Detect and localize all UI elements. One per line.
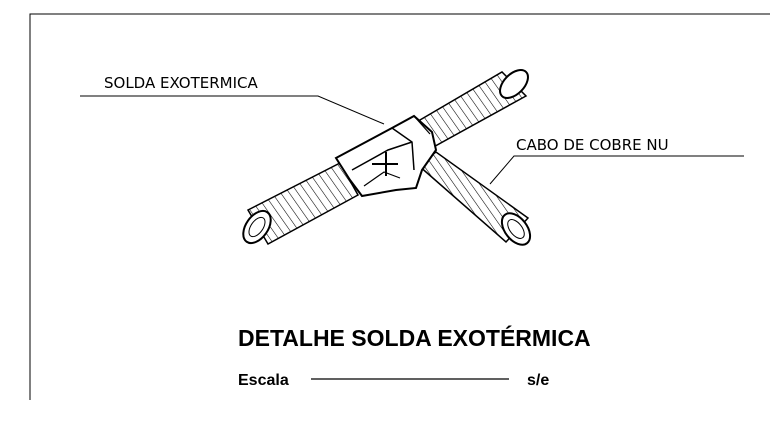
scale-value: s/e bbox=[527, 372, 549, 389]
label-cable: CABO DE COBRE NU bbox=[489, 136, 744, 185]
cable-label-text: CABO DE COBRE NU bbox=[516, 136, 669, 154]
detail-title: DETALHE SOLDA EXOTÉRMICA bbox=[238, 324, 591, 351]
scale-label: Escala bbox=[238, 372, 289, 389]
weld-label-text: SOLDA EXOTERMICA bbox=[104, 74, 259, 92]
cable-left bbox=[242, 162, 360, 246]
weld-body bbox=[334, 114, 438, 198]
cable-branch bbox=[416, 151, 532, 246]
cable-leader bbox=[489, 155, 744, 185]
sheet-border bbox=[29, 13, 770, 400]
weld-leader bbox=[80, 95, 385, 125]
cable-assembly bbox=[242, 69, 532, 246]
label-weld: SOLDA EXOTERMICA bbox=[80, 74, 385, 125]
title-block: DETALHE SOLDA EXOTÉRMICA Escala s/e bbox=[238, 324, 591, 389]
cable-right-upper bbox=[406, 69, 529, 151]
